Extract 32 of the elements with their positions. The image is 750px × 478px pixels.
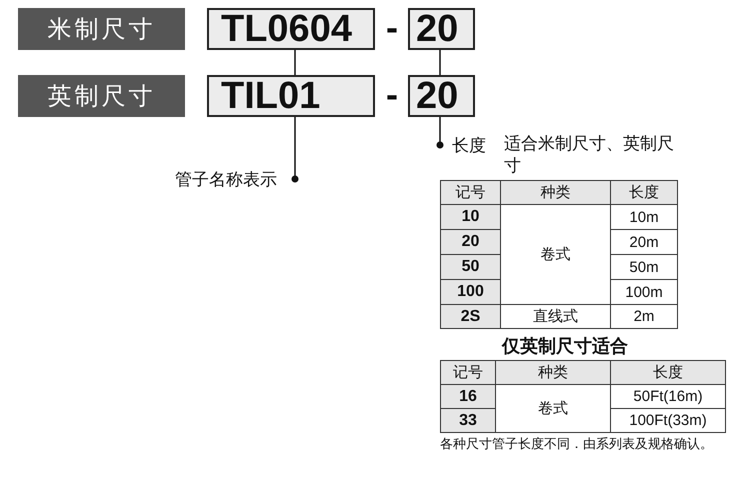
dash-sign: - [384, 14, 400, 44]
header-cell: 长度 [610, 360, 726, 385]
header-cell: 记号 [440, 360, 496, 385]
code-box: 20 [408, 75, 475, 117]
code-box: TL0604 [207, 8, 375, 50]
table-cell: 100 [440, 279, 501, 305]
note-text: 各种尺寸管子长度不同．由系列表及规格确认。 [440, 436, 714, 454]
header-cell: 长度 [610, 180, 678, 205]
label-box: 英制尺寸 [18, 75, 185, 117]
table-cell: 16 [440, 384, 496, 409]
connector-line [294, 50, 296, 75]
table-cell: 100Ft(33m) [610, 408, 726, 433]
header-cell: 记号 [440, 180, 501, 205]
table-cell: 2m [610, 304, 678, 329]
code-box: TIL01 [207, 75, 375, 117]
leader-line [292, 117, 298, 182]
table-cell: 20 [440, 229, 501, 255]
table-cell: 2S [440, 304, 501, 329]
header-cell: 种类 [495, 360, 611, 385]
leader-text: 长度 [446, 134, 492, 156]
label-box: 米制尺寸 [18, 8, 185, 50]
connector-line [439, 50, 441, 75]
table-cell: 10 [440, 204, 501, 230]
table-cell: 33 [440, 408, 496, 433]
header-cell: 种类 [500, 180, 611, 205]
code-box: 20 [408, 8, 475, 50]
leader-line [436, 117, 444, 148]
leader-text: 管子名称表示 [162, 167, 290, 191]
table-title: 仅英制尺寸适合 [500, 335, 629, 359]
dash-sign: - [384, 81, 400, 111]
note-text: 适合米制尺寸、英制尺寸 [504, 133, 674, 177]
table-cell: 50 [440, 254, 501, 280]
